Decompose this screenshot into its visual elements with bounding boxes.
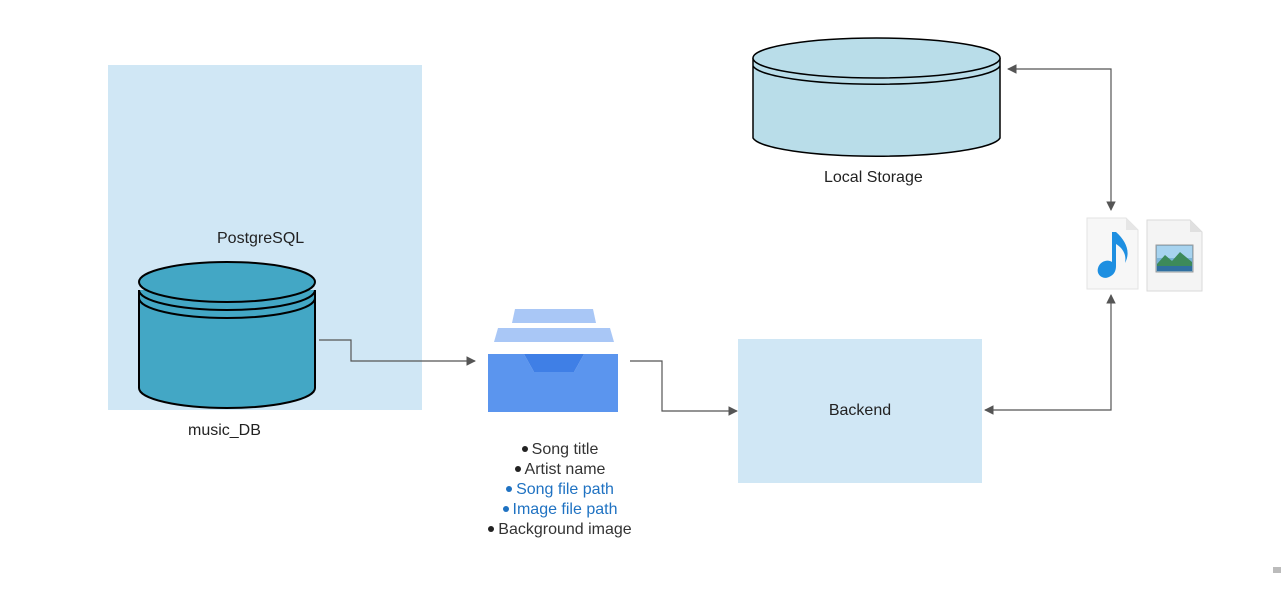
backend-label: Backend [828,402,892,419]
bullet-icon [521,445,528,452]
backend-node: Backend [738,339,982,483]
field-list: Song title Artist name Song file path Im… [440,440,680,540]
field-item: Song title [440,440,680,460]
bullet-icon [506,485,513,492]
db-to-tray-connector [319,339,476,366]
image-file-icon [1146,219,1203,292]
bullet-icon [514,465,521,472]
data-tray-icon [488,309,618,412]
tray-to-backend-connector [630,360,738,416]
storage-cylinder-icon [752,37,1001,157]
field-item: Image file path [440,500,680,520]
bullet-icon [502,505,509,512]
database-label: music_DB [188,422,261,439]
files-to-storage-connector [1007,64,1116,211]
database-cylinder-icon [138,261,316,409]
local-storage-label: Local Storage [824,169,923,186]
backend-to-files-connector [984,294,1116,415]
resize-handle[interactable] [1273,567,1281,573]
field-item: Song file path [440,480,680,500]
field-item: Artist name [440,460,680,480]
field-item: Background image [440,520,680,540]
postgresql-label: PostgreSQL [217,230,305,247]
audio-file-icon [1086,217,1139,290]
bullet-icon [488,525,495,532]
